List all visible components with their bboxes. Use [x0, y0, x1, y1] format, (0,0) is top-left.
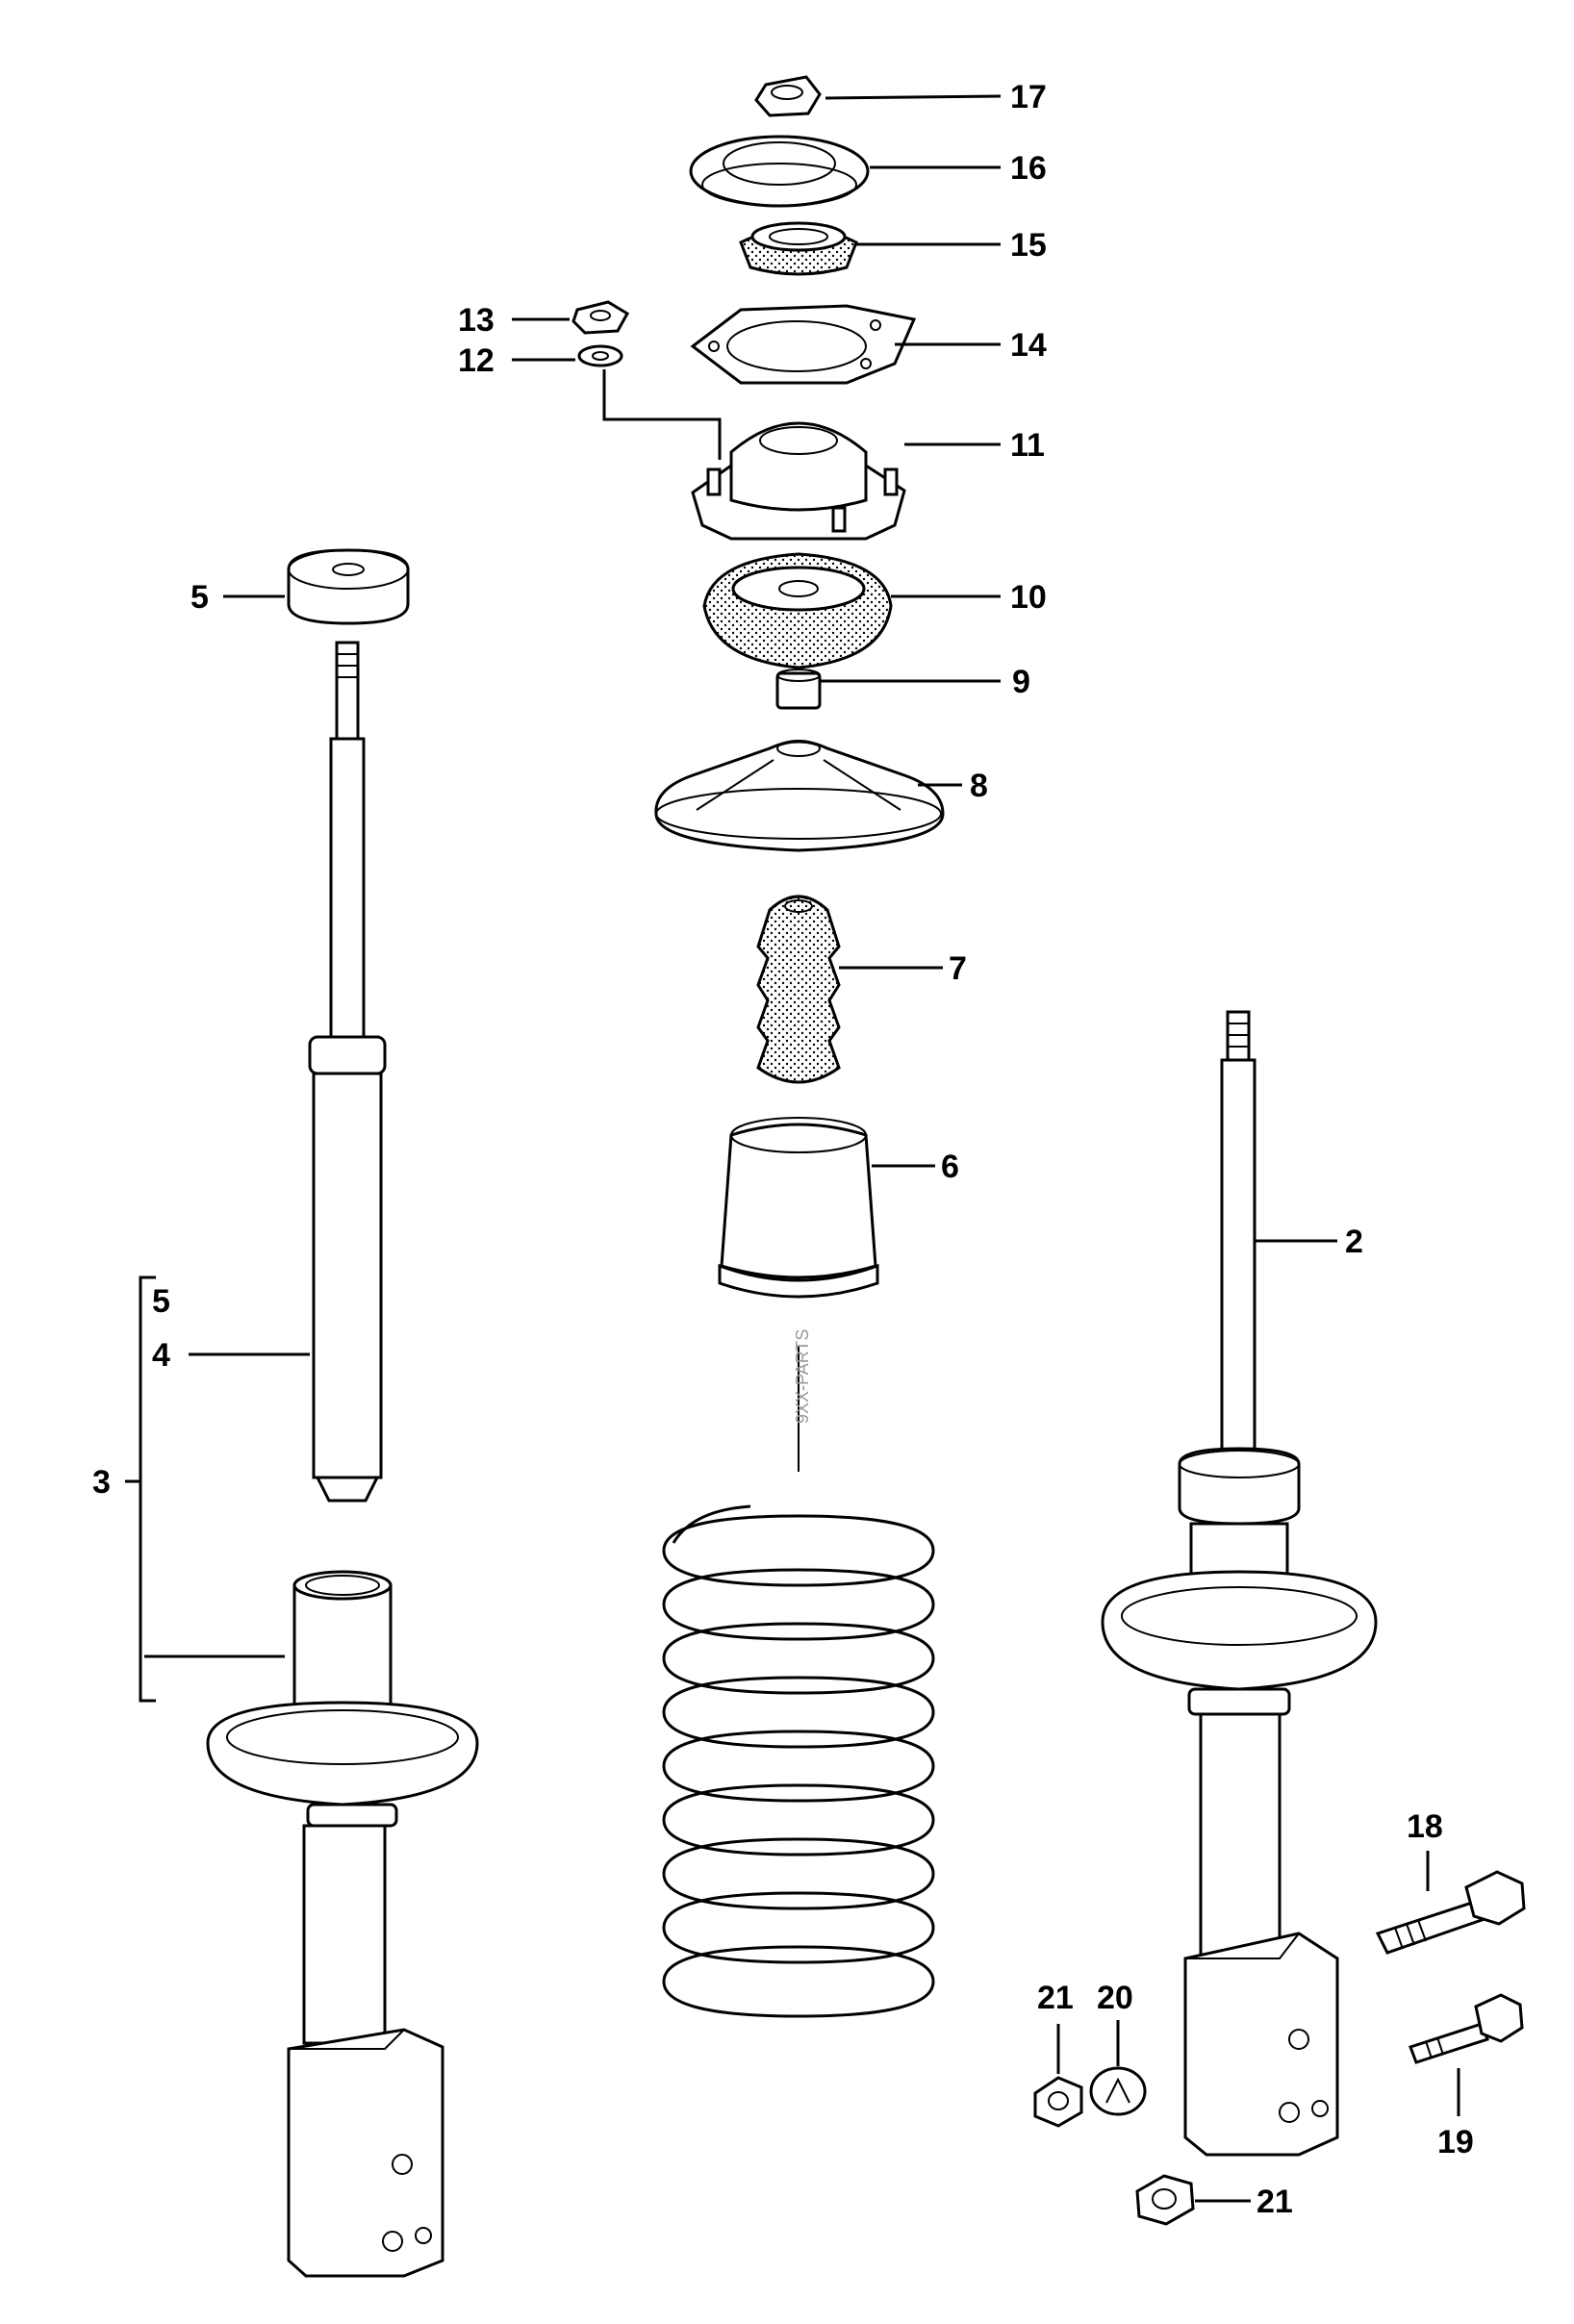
part-10-rubber-bearing	[702, 552, 893, 669]
callout-9: 9	[1012, 664, 1030, 700]
bracket-3	[139, 1276, 156, 1703]
part-21-nut-b	[1135, 2174, 1195, 2226]
part-2-strut-assembly	[1101, 1010, 1378, 2157]
callout-14: 14	[1010, 327, 1047, 364]
part-7-bump-stop	[756, 895, 841, 1084]
part-4-damper-insert	[308, 641, 387, 1503]
callout-6: 6	[941, 1149, 959, 1185]
callout-19: 19	[1437, 2124, 1474, 2160]
part-8-spring-seat	[654, 740, 945, 852]
part-14-gasket	[690, 304, 917, 385]
callout-4: 4	[152, 1337, 170, 1374]
part-17-nut	[754, 75, 822, 117]
callout-5-bracket: 5	[152, 1283, 170, 1320]
callout-3: 3	[92, 1464, 111, 1501]
callout-18: 18	[1407, 1808, 1443, 1845]
callout-21b: 21	[1257, 2184, 1293, 2220]
leader-17	[825, 94, 1002, 100]
part-3-strut-housing-left	[206, 1570, 479, 2278]
callout-21a: 21	[1037, 1980, 1074, 2016]
callout-5-top: 5	[190, 579, 209, 616]
part-5-top-cap	[287, 548, 410, 625]
callout-16: 16	[1010, 150, 1047, 187]
watermark: 9XX-PARTS	[793, 1329, 812, 1424]
callout-8: 8	[970, 768, 988, 804]
part-6-dust-boot	[718, 1117, 879, 1299]
part-9-bushing	[775, 669, 822, 710]
callout-15: 15	[1010, 227, 1047, 264]
part-13-nut	[571, 300, 630, 335]
part-20-washer	[1089, 2066, 1147, 2116]
part-12-lock-washer	[577, 344, 623, 367]
callout-17: 17	[1010, 79, 1047, 115]
callout-2: 2	[1345, 1224, 1363, 1260]
callout-12: 12	[458, 342, 495, 379]
leader-12-13-to-11	[602, 369, 722, 460]
callout-11: 11	[1010, 427, 1045, 464]
callout-13: 13	[458, 302, 495, 339]
callout-20: 20	[1097, 1980, 1133, 2016]
part-15-rubber-ring	[739, 221, 858, 276]
part-18-bolt	[1375, 1870, 1526, 1955]
callout-7: 7	[949, 950, 967, 987]
part-16-cup-washer	[689, 135, 870, 208]
part-21-nut-a	[1033, 2076, 1083, 2128]
part-11-strut-mount	[691, 421, 906, 541]
part-19-bolt	[1409, 1993, 1524, 2064]
callout-10: 10	[1010, 579, 1047, 616]
part-coil-spring	[662, 1504, 935, 2018]
